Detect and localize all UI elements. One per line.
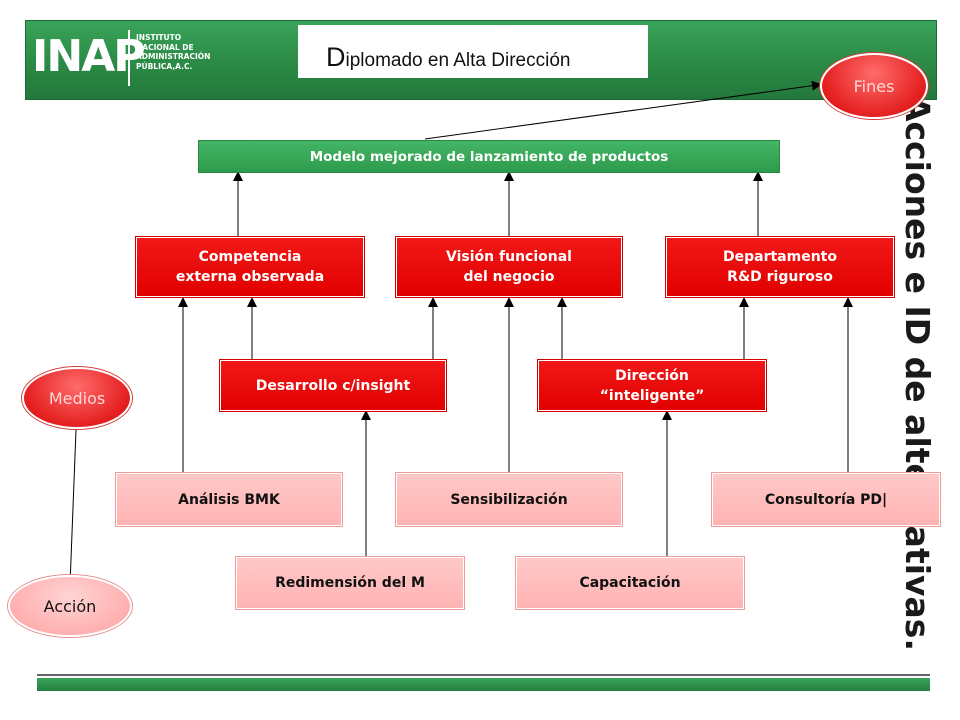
footer-banner <box>37 678 930 691</box>
node-redimension: Redimensión del M <box>235 556 465 610</box>
node-modelo-mejorado: Modelo mejorado de lanzamiento de produc… <box>198 140 780 173</box>
ellipse-accion: Acción <box>8 575 132 637</box>
logo-divider <box>128 30 130 86</box>
logo-line: ADMINISTRACIÓN <box>136 52 211 61</box>
node-desarrollo: Desarrollo c/insight <box>219 359 447 412</box>
page-title-initial: D <box>326 42 346 72</box>
node-sensibilizacion: Sensibilización <box>395 472 623 527</box>
logo-line: NACIONAL DE <box>136 42 194 52</box>
ellipse-medios: Medios <box>22 367 132 429</box>
logo-line: INSTITUTO <box>136 33 182 42</box>
logo-institution-name: INSTITUTO NACIONAL DE ADMINISTRACIÓN PÚB… <box>136 33 296 71</box>
logo-line: PÚBLICA,A.C. <box>136 61 193 71</box>
page-title-rest: iplomado en Alta Dirección <box>345 50 571 71</box>
node-analisis-bmk: Análisis BMK <box>115 472 343 527</box>
node-consultoria: Consultoría PD| <box>711 472 941 527</box>
node-direccion: Dirección “inteligente” <box>537 359 767 412</box>
header-title-box <box>298 25 648 78</box>
vertical-slide-title: Acciones e ID de alternativas. <box>898 96 937 651</box>
node-competencia: Competencia externa observada <box>135 236 365 298</box>
node-vision-funcional: Visión funcional del negocio <box>395 236 623 298</box>
inap-logo: INAP <box>32 31 146 82</box>
page-title: Diplomado en Alta Dirección <box>326 42 646 78</box>
node-departamento: Departamento R&D riguroso <box>665 236 895 298</box>
footer-divider <box>37 674 930 676</box>
node-capacitacion: Capacitación <box>515 556 745 610</box>
ellipse-fines: Fines <box>820 53 928 119</box>
